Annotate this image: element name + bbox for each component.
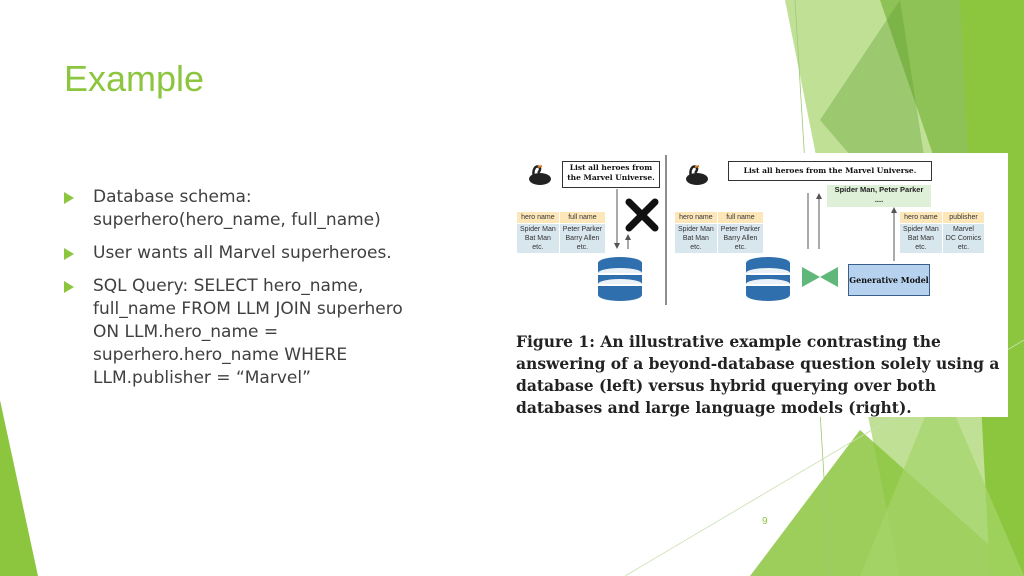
database-icon — [746, 257, 790, 301]
bullet-item-schema: Database schema: superhero(hero_name, fu… — [64, 186, 424, 232]
table-header: hero name — [674, 211, 718, 224]
table-header: full name — [558, 211, 607, 224]
table-header: hero name — [899, 211, 943, 224]
slide-title: Example — [64, 58, 205, 99]
bullet-item-sql-query: SQL Query: SELECT hero_name, full_name F… — [64, 275, 424, 390]
table-header: publisher — [941, 211, 986, 224]
bullet-text: User wants all Marvel superheroes. — [93, 243, 392, 263]
bullet-list: Database schema: superhero(hero_name, fu… — [64, 186, 424, 400]
table-header: hero name — [516, 211, 560, 224]
swan-icon — [529, 165, 551, 185]
table-header: full name — [716, 211, 765, 224]
figure-image: List all heroes from the Marvel Universe… — [510, 153, 1008, 417]
right-question-box: List all heroes from the Marvel Universe… — [728, 161, 932, 181]
join-bowtie-icon — [820, 267, 838, 287]
answer-line: Spider Man, Peter Parker — [834, 185, 924, 194]
answer-line: .... — [874, 195, 884, 204]
green-shard-6 — [860, 380, 1024, 576]
left-green-shard — [0, 400, 38, 576]
swan-icon — [686, 165, 708, 185]
figure-caption: Figure 1: An illustrative example contra… — [516, 331, 1008, 419]
right-answer-box: Spider Man, Peter Parker .... — [827, 185, 931, 207]
arrowhead-icon — [891, 207, 897, 213]
caption-label: Figure 1: — [516, 332, 595, 351]
close-icon — [625, 198, 659, 232]
caption-text: An illustrative example contrasting the … — [516, 332, 1000, 417]
figure-diagram — [529, 155, 897, 305]
generative-model-box: Generative Model — [848, 264, 930, 296]
bullet-arrow-icon — [64, 192, 74, 204]
bullet-arrow-icon — [64, 281, 74, 293]
join-bowtie-icon — [802, 267, 820, 287]
bullet-text: Database schema: superhero(hero_name, fu… — [93, 187, 381, 230]
database-icon — [598, 257, 642, 301]
bullet-text: SQL Query: SELECT hero_name, full_name F… — [93, 276, 403, 388]
bullet-arrow-icon — [64, 248, 74, 260]
arrowhead-icon — [816, 193, 822, 199]
arrowhead-icon — [625, 234, 631, 240]
bullet-item-user-request: User wants all Marvel superheroes. — [64, 242, 424, 265]
arrowhead-icon — [614, 243, 620, 249]
page-number: 9 — [762, 516, 768, 527]
left-question-box: List all heroes from the Marvel Universe… — [562, 161, 660, 188]
